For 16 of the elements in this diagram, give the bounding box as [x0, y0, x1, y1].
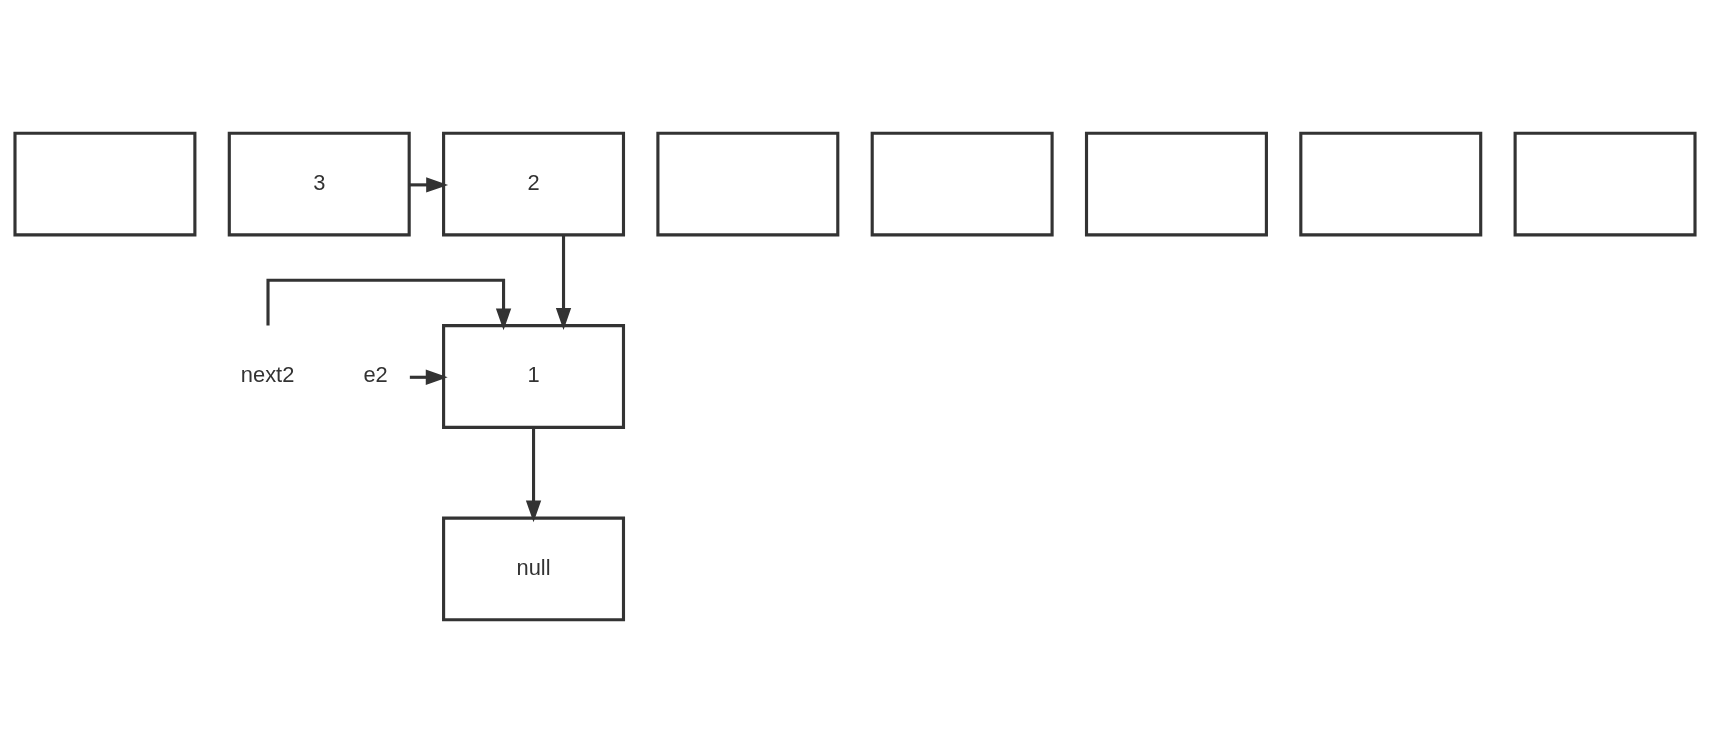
node-box — [1299, 131, 1483, 236]
node-box — [13, 131, 197, 236]
arrow — [555, 234, 572, 330]
node-box: 1 — [442, 323, 626, 429]
node-box — [656, 131, 840, 236]
node-box: 3 — [227, 131, 411, 236]
arrow — [409, 176, 449, 193]
arrow — [266, 278, 512, 330]
arrow — [525, 427, 542, 522]
node-box — [1513, 131, 1697, 236]
node-box: null — [442, 516, 626, 621]
node-box — [870, 131, 1054, 236]
node-text: next2 — [240, 361, 295, 387]
node-box: 2 — [442, 131, 626, 236]
node-text: e2 — [363, 361, 388, 387]
node-box — [1084, 131, 1268, 236]
